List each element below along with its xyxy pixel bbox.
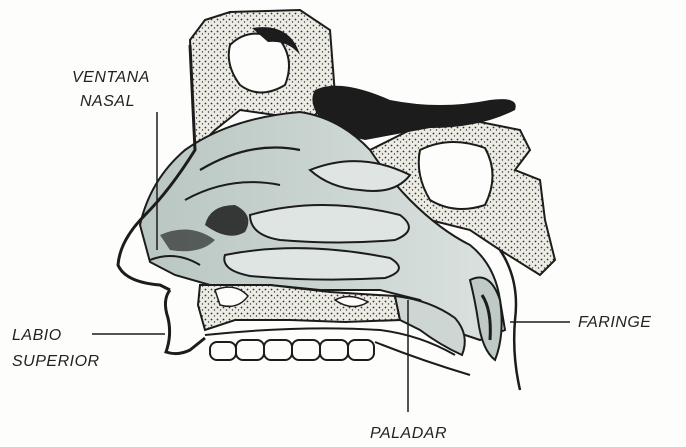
label-ventana-nasal-2: NASAL [80, 92, 135, 112]
sphenoid-sinus [419, 142, 493, 209]
middle-turbinate [250, 205, 409, 243]
label-labio-superior-1: LABIO [12, 326, 62, 346]
label-labio-superior-2: SUPERIOR [12, 352, 100, 372]
teeth [210, 340, 374, 360]
label-paladar: PALADAR [370, 424, 447, 444]
label-ventana-nasal-1: VENTANA [72, 68, 150, 88]
label-faringe: FARINGE [578, 313, 651, 333]
